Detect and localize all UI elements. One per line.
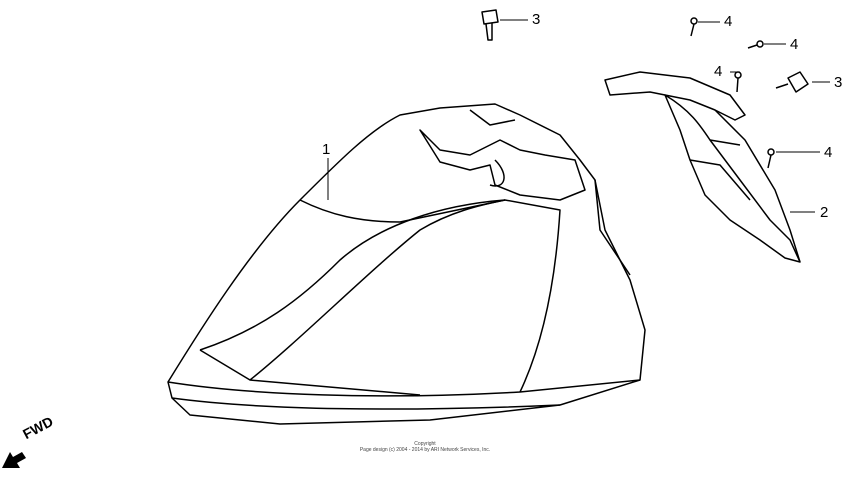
callout-4-a: 4 xyxy=(724,13,733,30)
leader-lines xyxy=(327,19,830,213)
screw-4-a[interactable] xyxy=(690,17,698,37)
callout-3-top: 3 xyxy=(532,11,541,28)
screw-4-b[interactable] xyxy=(747,40,764,49)
copyright-line1: Copyright xyxy=(414,441,436,447)
copyright-notice: Copyright Page design (c) 2004 - 2014 by… xyxy=(300,441,550,453)
callout-4-b: 4 xyxy=(790,36,799,53)
rear-fender[interactable] xyxy=(167,103,646,425)
copyright-line2: Page design (c) 2004 - 2014 by ARI Netwo… xyxy=(359,447,491,453)
callout-1: 1 xyxy=(322,141,331,158)
callout-4-d: 4 xyxy=(824,144,833,161)
callout-3-right: 3 xyxy=(834,74,843,91)
bolt-3-right[interactable] xyxy=(775,71,809,93)
screw-4-c[interactable] xyxy=(734,71,742,93)
callout-4-c: 4 xyxy=(714,63,723,80)
rear-cover[interactable] xyxy=(604,71,801,263)
fwd-arrow-icon xyxy=(2,452,26,468)
bolt-3-top[interactable] xyxy=(481,9,499,41)
callout-2: 2 xyxy=(820,204,829,221)
screw-4-d[interactable] xyxy=(767,148,775,169)
